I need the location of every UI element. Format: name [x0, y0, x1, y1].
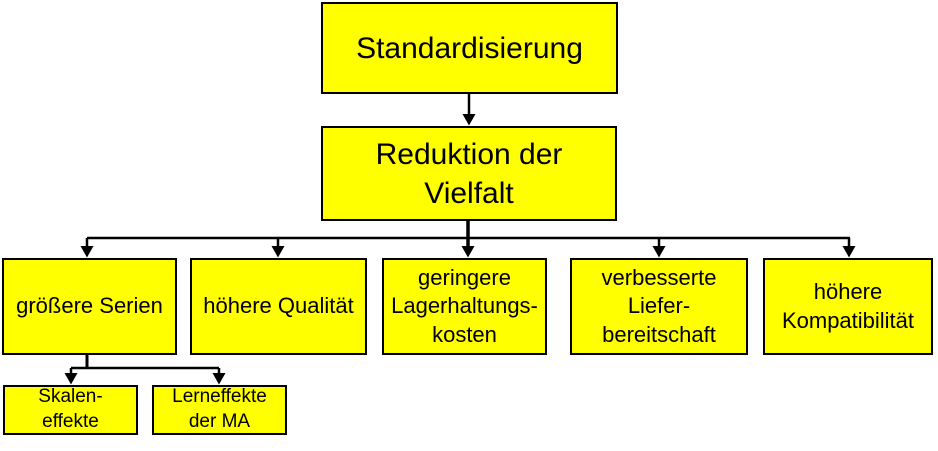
arrowhead-qualitaet — [271, 246, 285, 258]
node-hoehere-qualitaet: höhere Qualität — [190, 258, 367, 355]
node-standardisierung: Standardisierung — [321, 2, 618, 94]
node-lerneffekte-der-ma: Lerneffekte der MA — [152, 385, 287, 435]
arrowhead-skalen — [64, 373, 78, 385]
node-geringere-lagerhaltungskosten: geringere Lagerhaltungs- kosten — [382, 258, 547, 355]
node-skaleneffekte: Skalen- effekte — [3, 385, 138, 435]
arrowhead-serien — [80, 246, 94, 258]
arrowhead-lern — [212, 373, 226, 385]
node-verbesserte-lieferbereitschaft: verbesserte Liefer- bereitschaft — [570, 258, 748, 355]
arrowhead-kompat — [842, 246, 856, 258]
node-reduktion-der-vielfalt: Reduktion der Vielfalt — [321, 126, 617, 221]
arrowhead-lager — [461, 246, 475, 258]
arrowhead-reduktion — [462, 114, 476, 126]
node-groessere-serien: größere Serien — [2, 258, 177, 355]
arrowhead-liefer — [652, 246, 666, 258]
node-hoehere-kompatibilitaet: höhere Kompatibilität — [763, 258, 933, 355]
